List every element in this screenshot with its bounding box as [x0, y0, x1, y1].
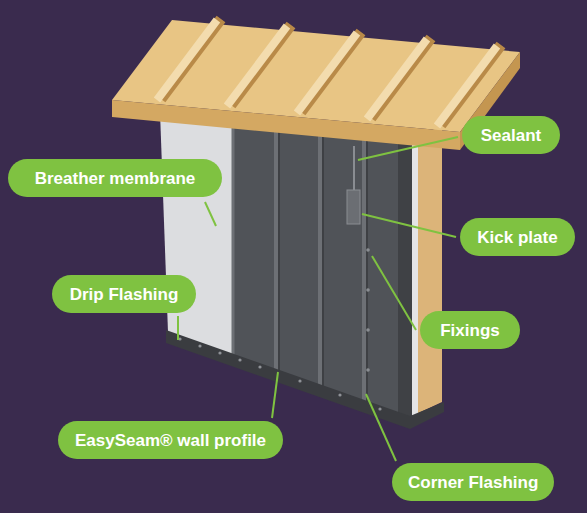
- fixings: [366, 248, 370, 372]
- label-text: Kick plate: [477, 229, 557, 246]
- corner-flashing: [398, 139, 412, 418]
- side-osb: [408, 126, 442, 418]
- roof-joists: [157, 19, 501, 126]
- label-text: Corner Flashing: [408, 474, 538, 491]
- sealant: [353, 146, 355, 190]
- callout-label: Corner Flashing: [392, 463, 554, 501]
- drip-flashing: [166, 330, 444, 429]
- callout-label: Sealant: [462, 116, 560, 154]
- kick-plate: [347, 190, 360, 224]
- callout-label: EasySeam® wall profile: [58, 421, 283, 459]
- roof-fascia: [112, 100, 460, 150]
- label-text: Fixings: [440, 322, 500, 339]
- label-text: Breather membrane: [35, 170, 196, 187]
- breather-membrane: [160, 112, 232, 355]
- callout-label: Breather membrane: [8, 159, 222, 197]
- callout-label: Fixings: [420, 311, 520, 349]
- label-text: Sealant: [481, 127, 541, 144]
- callout-label: Drip Flashing: [52, 275, 196, 313]
- base-fixings: [178, 337, 381, 410]
- label-text: EasySeam® wall profile: [75, 432, 266, 449]
- cladding-ribs: [233, 120, 367, 403]
- label-text: Drip Flashing: [70, 286, 179, 303]
- callout-label: Kick plate: [460, 218, 575, 256]
